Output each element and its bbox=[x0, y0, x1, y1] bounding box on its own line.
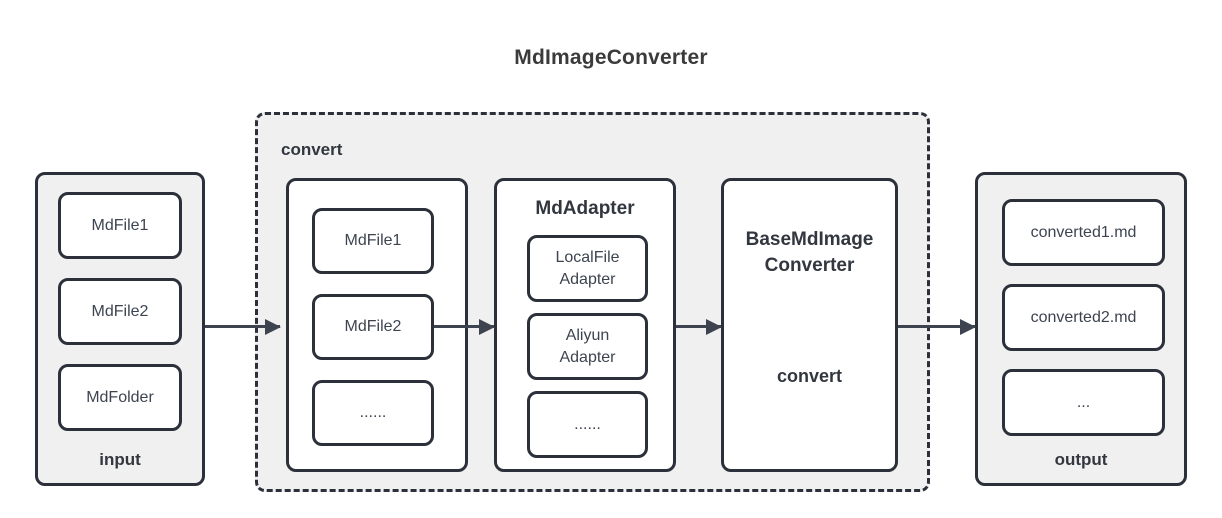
arrow-input-to-convert bbox=[205, 318, 281, 335]
output-node-converted2[interactable]: converted2.md bbox=[1002, 284, 1165, 351]
output-node-converted1[interactable]: converted1.md bbox=[1002, 199, 1165, 266]
output-group-label: output bbox=[1054, 450, 1108, 469]
adapter-node-aliyun[interactable]: Aliyun Adapter bbox=[527, 313, 648, 380]
convert-group-label: convert bbox=[281, 140, 343, 159]
convert-file-node-mdfile1[interactable]: MdFile1 bbox=[312, 208, 434, 274]
md-adapter-title: MdAdapter bbox=[535, 198, 635, 219]
input-node-mdfolder[interactable]: MdFolder bbox=[58, 364, 182, 431]
input-group-label: input bbox=[99, 450, 141, 469]
input-node-mdfile2[interactable]: MdFile2 bbox=[58, 278, 182, 345]
arrow-adapter-to-converter bbox=[676, 318, 722, 335]
arrow-converter-to-output bbox=[898, 318, 976, 335]
input-node-mdfile1[interactable]: MdFile1 bbox=[58, 192, 182, 259]
adapter-node-ellipsis[interactable]: ...... bbox=[527, 391, 648, 458]
convert-file-node-ellipsis[interactable]: ...... bbox=[312, 380, 434, 446]
base-md-image-converter-title: BaseMdImage Converter bbox=[745, 229, 874, 276]
page-title: MdImageConverter bbox=[514, 46, 708, 69]
output-node-ellipsis[interactable]: ... bbox=[1002, 369, 1165, 436]
convert-file-node-mdfile2[interactable]: MdFile2 bbox=[312, 294, 434, 360]
base-md-image-converter-box bbox=[721, 178, 898, 472]
base-md-image-converter-subtitle: convert bbox=[776, 366, 843, 386]
arrow-files-to-adapter bbox=[434, 318, 495, 335]
adapter-node-localfile[interactable]: LocalFile Adapter bbox=[527, 235, 648, 302]
